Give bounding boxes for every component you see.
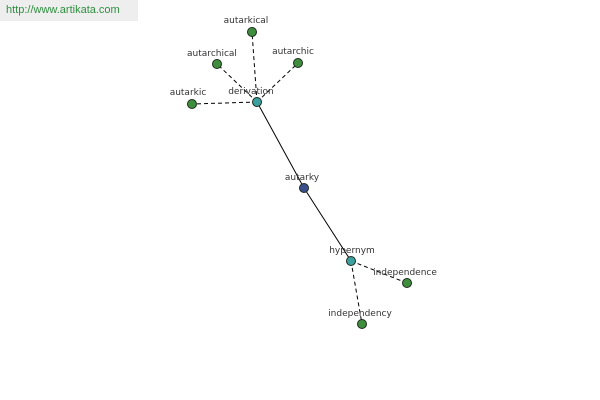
node-label-autarchical[interactable]: autarchical bbox=[187, 49, 237, 59]
nodes-layer: autarky derivation hypernym autarkical autar… bbox=[170, 16, 437, 329]
node-independency[interactable]: independency bbox=[328, 309, 392, 329]
edge-derivation-autarchical bbox=[216, 63, 258, 103]
node-label-independency[interactable]: independency bbox=[328, 309, 392, 319]
node-hypernym[interactable]: hypernym bbox=[329, 246, 375, 266]
node-independence[interactable]: independence bbox=[373, 268, 437, 288]
node-label-autarchic[interactable]: autarchic bbox=[272, 47, 314, 57]
node-autarkical[interactable]: autarkical bbox=[224, 16, 269, 37]
edge-autarky-hypernym bbox=[303, 187, 352, 262]
node-dot-autarky[interactable] bbox=[299, 183, 309, 193]
node-label-hypernym[interactable]: hypernym bbox=[329, 246, 375, 256]
watermark-link[interactable]: http://www.artikata.com bbox=[0, 0, 138, 21]
node-dot-independence[interactable] bbox=[402, 278, 412, 288]
node-dot-autarkical[interactable] bbox=[247, 27, 257, 37]
node-dot-hypernym[interactable] bbox=[346, 256, 356, 266]
node-label-autarky[interactable]: autarky bbox=[285, 173, 320, 183]
node-autarchical[interactable]: autarchical bbox=[187, 49, 237, 69]
node-label-autarkical[interactable]: autarkical bbox=[224, 16, 269, 26]
node-derivation[interactable]: derivation bbox=[228, 87, 274, 107]
node-label-derivation[interactable]: derivation bbox=[228, 87, 274, 97]
node-dot-autarkic[interactable] bbox=[187, 99, 197, 109]
node-autarkic[interactable]: autarkic bbox=[170, 88, 207, 109]
edge-hypernym-independency bbox=[350, 260, 363, 325]
edge-autarky-derivation bbox=[256, 101, 305, 189]
node-label-independence[interactable]: independence bbox=[373, 268, 437, 278]
edges-layer bbox=[191, 31, 408, 325]
edge-derivation-autarkical bbox=[251, 31, 258, 103]
node-dot-derivation[interactable] bbox=[252, 97, 262, 107]
node-dot-independency[interactable] bbox=[357, 319, 367, 329]
edge-derivation-autarchic bbox=[256, 62, 299, 103]
node-dot-autarchical[interactable] bbox=[212, 59, 222, 69]
node-dot-autarchic[interactable] bbox=[293, 58, 303, 68]
edge-derivation-autarkic bbox=[191, 101, 258, 105]
node-label-autarkic[interactable]: autarkic bbox=[170, 88, 207, 98]
edge-hypernym-independence bbox=[350, 260, 408, 284]
node-autarky[interactable]: autarky bbox=[285, 173, 320, 193]
node-autarchic[interactable]: autarchic bbox=[272, 47, 314, 68]
